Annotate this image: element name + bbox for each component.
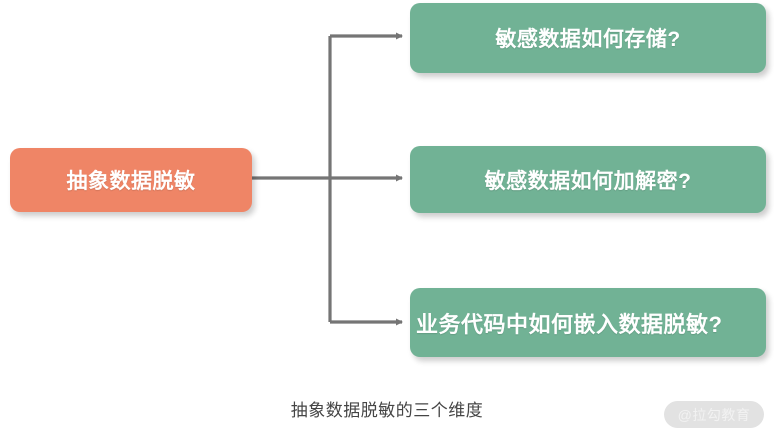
node-branch-encryption[interactable]: 敏感数据如何加解密? [410, 146, 766, 213]
node-branch-encryption-label: 敏感数据如何加解密? [484, 169, 692, 193]
node-root[interactable]: 抽象数据脱敏 [10, 148, 252, 212]
node-branch-storage-label: 敏感数据如何存储? [495, 28, 681, 51]
node-branch-storage[interactable]: 敏感数据如何存储? [410, 3, 766, 73]
diagram-caption: 抽象数据脱敏的三个维度 [290, 401, 484, 420]
watermark-label: @拉勾教育 [677, 406, 751, 423]
watermark-badge: @拉勾教育 [664, 401, 764, 428]
node-branch-business-code[interactable]: 业务代码中如何嵌入数据脱敏? [410, 288, 766, 357]
node-root-label: 抽象数据脱敏 [66, 170, 196, 193]
node-branch-business-code-label: 业务代码中如何嵌入数据脱敏? [416, 311, 723, 337]
